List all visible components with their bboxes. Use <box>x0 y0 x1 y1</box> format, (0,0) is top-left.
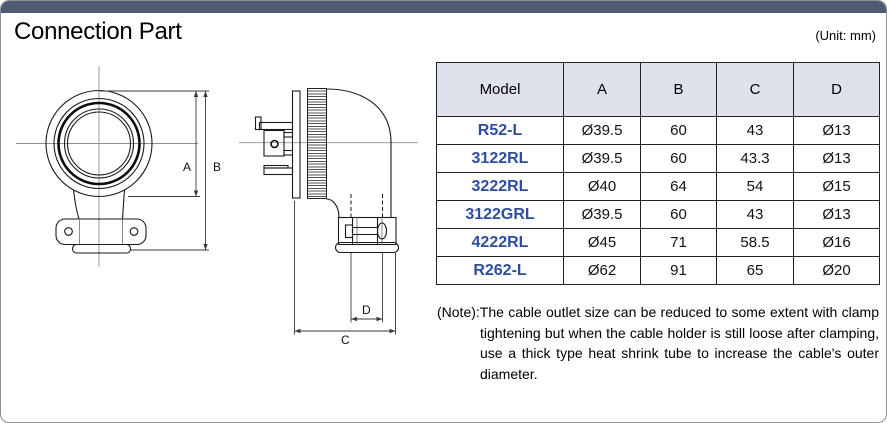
note-text: (Note):The cable outlet size can be redu… <box>437 302 879 384</box>
clamp-flange-front <box>71 243 132 254</box>
dimension-c-d: D C <box>294 201 396 347</box>
dim-b-value: 60 <box>640 116 717 145</box>
column-header-model: Model <box>436 62 564 117</box>
dim-a-value: Ø40 <box>563 172 641 201</box>
column-header-d: D <box>793 62 880 117</box>
dimension-label-a: A <box>183 160 191 174</box>
clamp-bolt-nut <box>344 224 354 239</box>
model-link[interactable]: 3122RL <box>436 144 564 173</box>
unit-label: (Unit: mm) <box>815 28 876 43</box>
dim-b-value: 91 <box>640 256 717 285</box>
panel-accent-bar <box>1 1 886 13</box>
clamp-screw-hole-left <box>64 227 73 236</box>
connector-body-circles <box>45 89 153 198</box>
dim-a-value: Ø39.5 <box>563 116 641 145</box>
front-view: A B <box>16 66 221 267</box>
table-row: R262-L Ø62 91 65 Ø20 <box>436 256 880 285</box>
model-link[interactable]: 3122GRL <box>436 200 564 229</box>
dim-d-value: Ø13 <box>793 144 880 173</box>
connector-stem <box>72 189 126 220</box>
dimension-label-b: B <box>213 160 221 174</box>
dimension-a-b: A B <box>99 90 221 251</box>
coupling-ring-knurl-icon <box>307 88 327 199</box>
section-title: Connection Part <box>14 18 182 45</box>
dimensions-table: Model A B C D R52-L Ø39.5 60 43 Ø13 3122… <box>436 62 880 285</box>
model-link[interactable]: R52-L <box>436 116 564 145</box>
clamp-flange-side <box>334 241 400 254</box>
model-link[interactable]: 3222RL <box>436 172 564 201</box>
dim-a-value: Ø39.5 <box>563 144 641 173</box>
contact-pins <box>254 116 294 176</box>
dim-d-value: Ø20 <box>793 256 880 285</box>
dimension-label-c: C <box>341 333 350 347</box>
table-row: 3122RL Ø39.5 60 43.3 Ø13 <box>436 144 880 173</box>
dim-b-value: 60 <box>640 144 717 173</box>
dim-d-value: Ø13 <box>793 116 880 145</box>
column-header-a: A <box>563 62 641 117</box>
side-view: D C <box>239 88 418 347</box>
cable-clamp-side <box>334 194 400 254</box>
dim-d-value: Ø16 <box>793 228 880 257</box>
table-row: 4222RL Ø45 71 58.5 Ø16 <box>436 228 880 257</box>
dim-a-value: Ø39.5 <box>563 200 641 229</box>
dim-b-value: 71 <box>640 228 717 257</box>
table-row: 3122GRL Ø39.5 60 43 Ø13 <box>436 200 880 229</box>
dim-c-value: 58.5 <box>716 228 794 257</box>
dim-b-value: 64 <box>640 172 717 201</box>
cable-clamp-front <box>55 218 147 254</box>
dim-a-value: Ø45 <box>563 228 641 257</box>
note-prefix: (Note): <box>437 304 480 320</box>
technical-drawing: A B <box>16 66 418 347</box>
table-header-row: Model A B C D <box>436 62 880 117</box>
dim-d-value: Ø13 <box>793 200 880 229</box>
model-link[interactable]: R262-L <box>436 256 564 285</box>
dim-d-value: Ø15 <box>793 172 880 201</box>
table-row: 3222RL Ø40 64 54 Ø15 <box>436 172 880 201</box>
column-header-b: B <box>640 62 717 117</box>
dim-c-value: 43 <box>716 200 794 229</box>
dim-c-value: 43.3 <box>716 144 794 173</box>
column-header-c: C <box>716 62 794 117</box>
model-link[interactable]: 4222RL <box>436 228 564 257</box>
clamp-screw-hole-right <box>129 227 139 236</box>
interface-plate <box>291 90 301 199</box>
dim-b-value: 60 <box>640 200 717 229</box>
dim-c-value: 54 <box>716 172 794 201</box>
dim-a-value: Ø62 <box>563 256 641 285</box>
clamp-bolt-head <box>376 222 388 240</box>
table-row: R52-L Ø39.5 60 43 Ø13 <box>436 116 880 145</box>
dimension-label-d: D <box>362 303 371 317</box>
elbow-body <box>326 88 392 218</box>
dim-c-value: 43 <box>716 116 794 145</box>
pin-screw-head <box>270 139 279 149</box>
note-body: The cable outlet size can be reduced to … <box>479 304 879 382</box>
dim-c-value: 65 <box>716 256 794 285</box>
